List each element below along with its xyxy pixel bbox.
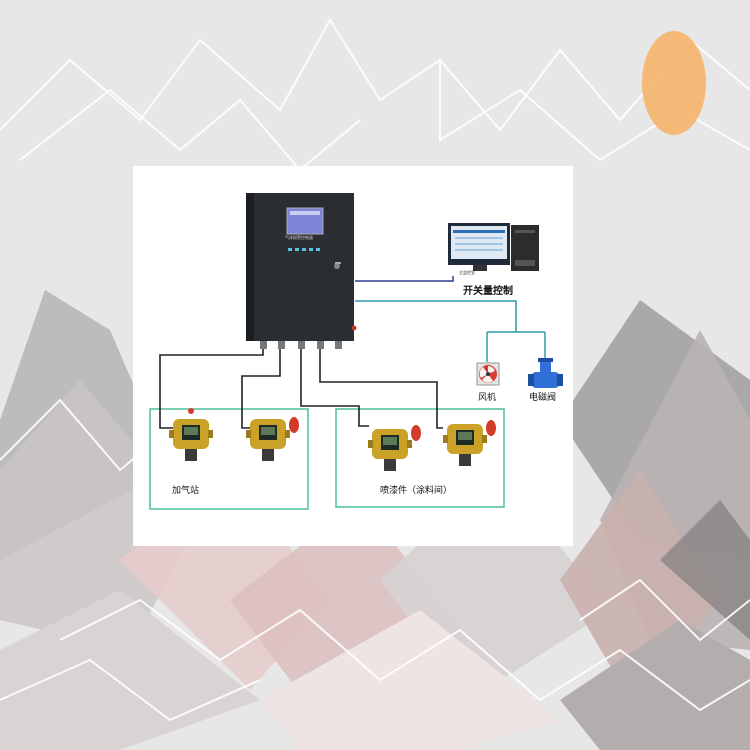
zone-left-box — [149, 408, 309, 510]
fan-label: 风机 — [478, 393, 497, 403]
switch-control-wires — [355, 300, 546, 362]
solenoid-valve-label: 电磁阀 — [529, 393, 557, 403]
switch-control-label: 开关量控制 — [463, 286, 513, 297]
controller-screen-caption: 气体报警控制器 — [285, 235, 313, 240]
zone-right-box — [335, 408, 505, 508]
gas-alarm-controller-icon — [246, 193, 357, 349]
gas-detector-icon — [169, 408, 213, 461]
exhaust-fan-icon — [476, 362, 500, 386]
gas-detector-icon — [443, 420, 496, 466]
solenoid-valve-icon — [528, 358, 563, 388]
zone-left-label: 加气站 — [172, 486, 200, 496]
detector-wires — [159, 347, 443, 429]
computer-screen-caption: 主监控室 — [459, 270, 475, 275]
computer-link-wire — [355, 276, 454, 282]
zone-right-label: 喷漆件（涂料间） — [380, 486, 453, 496]
gas-detector-icon — [368, 425, 421, 471]
gas-detector-icon — [246, 417, 299, 461]
desktop-computer-icon — [448, 223, 539, 271]
system-diagram-panel: 气体报警控制器 主监控室 开关量控制 风机 电磁阀 加气站 喷漆件（涂料间） — [133, 166, 573, 546]
